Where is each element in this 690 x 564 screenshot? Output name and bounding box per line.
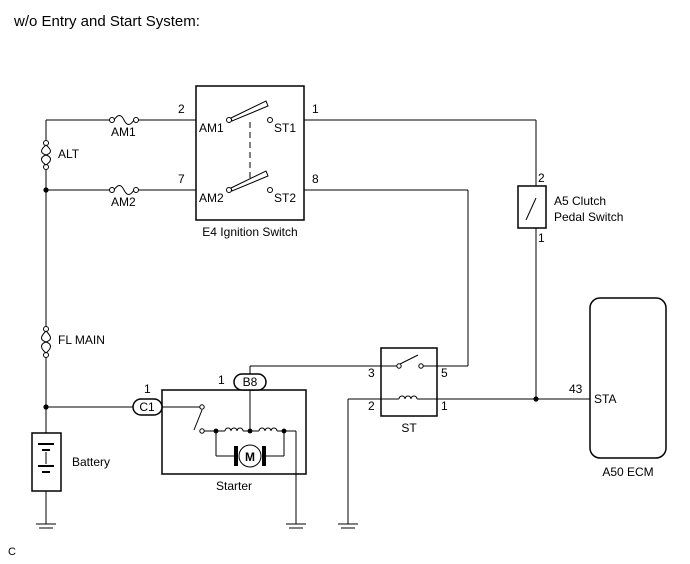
starter-coil-2-icon <box>258 427 278 432</box>
ground-icon <box>36 523 56 529</box>
starter-label: Starter <box>216 479 252 493</box>
junction-dot <box>213 428 219 434</box>
clutch-switch-label-line1: A5 Clutch <box>554 194 606 208</box>
clutch-switch-label-line2: Pedal Switch <box>554 210 623 224</box>
starter-internal-circuit <box>162 390 297 524</box>
fl-main-fuse-icon <box>41 326 51 358</box>
ignition-pin-8: 8 <box>312 172 319 186</box>
ignition-terminal-st1: ST1 <box>274 121 296 135</box>
clutch-pin-1: 1 <box>538 231 545 245</box>
motor-label: M <box>245 450 255 464</box>
diagram-title: w/o Entry and Start System: <box>13 13 200 30</box>
alt-fuse-icon <box>41 140 51 170</box>
battery-label: Battery <box>72 455 110 469</box>
connector-b8-pin: 1 <box>218 373 225 387</box>
ecm-pin-43: 43 <box>569 382 583 396</box>
st-relay-pin-3: 3 <box>368 366 375 380</box>
fl-main-fuse-label: FL MAIN <box>58 333 105 347</box>
ignition-terminal-am1: AM1 <box>199 121 224 135</box>
ecm-box <box>589 297 667 459</box>
ignition-pin-2: 2 <box>178 102 185 116</box>
ignition-terminal-am2: AM2 <box>199 191 224 205</box>
connector-c1-pin: 1 <box>144 382 151 396</box>
corner-label: C <box>8 546 16 558</box>
st-relay-pin-2: 2 <box>368 399 375 413</box>
am1-fuse-label: AM1 <box>111 125 136 139</box>
st-relay-pin-5: 5 <box>441 366 448 380</box>
ecm-terminal-sta: STA <box>594 392 616 406</box>
st-relay-coil-icon <box>381 395 437 400</box>
clutch-pin-2: 2 <box>538 171 545 185</box>
st-relay-label: ST <box>401 421 417 435</box>
junction-dot <box>43 404 49 410</box>
st-relay-pin-1: 1 <box>441 399 448 413</box>
ground-icon <box>338 523 358 529</box>
ground-icon <box>286 523 306 529</box>
motor-icon <box>234 444 266 468</box>
ignition-pin-7: 7 <box>178 172 185 186</box>
ignition-contact-lower-icon <box>226 170 273 193</box>
starter-coil-1-icon <box>224 427 244 432</box>
ecm-label: A50 ECM <box>602 465 653 479</box>
battery-cells-icon <box>38 443 54 473</box>
st-relay-box <box>380 347 438 417</box>
ignition-contact-upper-icon <box>226 100 273 123</box>
connector-c1-label: C1 <box>139 400 155 414</box>
am2-fuse-label: AM2 <box>111 195 136 209</box>
alt-fuse-label: ALT <box>58 147 80 161</box>
ignition-pin-1: 1 <box>312 102 319 116</box>
junction-dot <box>43 187 49 193</box>
am2-fuse-icon <box>109 185 139 195</box>
st-relay-contact-icon <box>381 354 437 369</box>
clutch-switch-contact-icon <box>525 197 537 221</box>
am1-fuse-icon <box>109 115 139 125</box>
ignition-switch-label: E4 Ignition Switch <box>202 225 297 239</box>
connector-b8-label: B8 <box>243 375 258 389</box>
ignition-terminal-st2: ST2 <box>274 191 296 205</box>
